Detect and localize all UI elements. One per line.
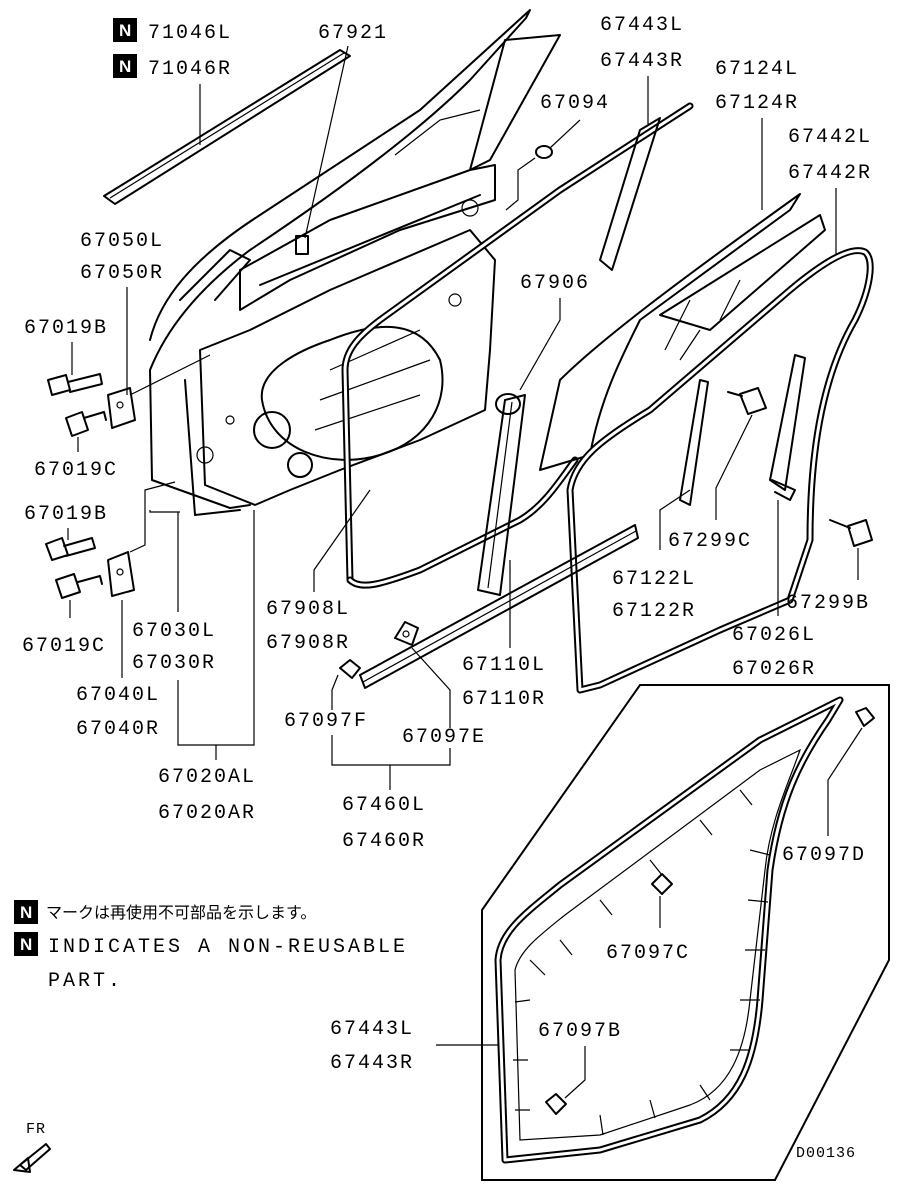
bolt-67299C <box>727 387 767 415</box>
label-67906: 67906 <box>520 272 590 295</box>
glass-run-67443-top <box>599 117 661 271</box>
label-67908R: 67908R <box>266 632 350 655</box>
label-67097B: 67097B <box>538 1020 622 1043</box>
upper-hinge <box>107 387 136 429</box>
grommet-67094 <box>535 145 553 159</box>
label-67030L: 67030L <box>132 620 216 643</box>
door-weatherstrip-67442 <box>566 247 874 694</box>
lower-hinge <box>107 551 135 597</box>
label-67019C-lower: 67019C <box>22 635 106 658</box>
belt-moulding-strip <box>103 49 351 205</box>
direction-label: FR <box>26 1121 46 1138</box>
legend-n-badge-en: N <box>14 932 38 956</box>
label-67094: 67094 <box>540 92 610 115</box>
label-67026R: 67026R <box>732 658 816 681</box>
n-badge-71046R: N <box>113 54 137 78</box>
label-67460R: 67460R <box>342 830 426 853</box>
label-67019B-upper: 67019B <box>24 317 108 340</box>
label-67124L: 67124L <box>715 58 799 81</box>
bolt-67019B-upper <box>47 373 103 396</box>
label-71046L: 71046L <box>148 22 232 45</box>
legend-note-jp: マークは再使用不可部品を示します。 <box>46 903 316 922</box>
label-67442R: 67442R <box>788 162 872 185</box>
bolt-67019C-upper <box>65 411 107 437</box>
label-67124R: 67124R <box>715 92 799 115</box>
label-67443R-bottom: 67443R <box>330 1052 414 1075</box>
label-67110L: 67110L <box>462 654 546 677</box>
door-glass-67124 <box>539 193 801 471</box>
label-67026L: 67026L <box>732 624 816 647</box>
svg-text:N: N <box>20 903 32 922</box>
division-bar-67122 <box>679 379 709 506</box>
glass-channel-67110 <box>477 394 526 596</box>
svg-text:N: N <box>119 57 131 76</box>
label-67040R: 67040R <box>76 718 160 741</box>
bolt-67299B <box>829 519 873 547</box>
label-67443L-bottom: 67443L <box>330 1018 414 1041</box>
label-67097E: 67097E <box>402 726 486 749</box>
n-badge-71046L: N <box>113 18 137 42</box>
legend-note-en-line1: INDICATES A NON-REUSABLE <box>48 936 408 959</box>
label-67908L: 67908L <box>266 598 350 621</box>
label-67122R: 67122R <box>612 600 696 623</box>
label-71046R: 71046R <box>148 58 232 81</box>
label-67122L: 67122L <box>612 568 696 591</box>
label-67460L: 67460L <box>342 794 426 817</box>
front-arrow-icon <box>13 1143 51 1173</box>
clip-67097D <box>855 707 875 727</box>
label-67097F: 67097F <box>284 710 368 733</box>
label-67921: 67921 <box>318 22 388 45</box>
bumper-67906 <box>495 393 521 415</box>
legend-n-badge-jp: N <box>14 900 38 924</box>
svg-text:N: N <box>119 21 131 40</box>
clip-67097E <box>394 621 419 646</box>
label-67019C-upper: 67019C <box>34 459 118 482</box>
label-67299C: 67299C <box>668 530 752 553</box>
inner-seal-67908 <box>341 102 694 589</box>
label-67040L: 67040L <box>76 684 160 707</box>
label-67110R: 67110R <box>462 688 546 711</box>
label-67097C: 67097C <box>606 942 690 965</box>
clip-67097F <box>339 659 361 679</box>
label-67030R: 67030R <box>132 652 216 675</box>
label-67020AL: 67020AL <box>158 766 256 789</box>
door-shell <box>149 9 561 516</box>
bolt-67019C-lower <box>55 573 103 599</box>
diagram-code: D00136 <box>796 1145 856 1162</box>
legend-note-en-line2: PART. <box>48 970 123 993</box>
bolt-67019B-lower <box>45 537 96 561</box>
inset-detail <box>481 684 890 1181</box>
clip-67097C <box>651 873 673 895</box>
label-67050L: 67050L <box>80 230 164 253</box>
label-67299B: 67299B <box>786 592 870 615</box>
label-67019B-lower: 67019B <box>24 503 108 526</box>
label-67097D: 67097D <box>782 844 866 867</box>
label-67443R-top: 67443R <box>600 50 684 73</box>
lower-seal-67460 <box>359 524 639 689</box>
label-67442L: 67442L <box>788 126 872 149</box>
rear-channel-67026 <box>769 354 806 501</box>
svg-text:N: N <box>20 935 32 954</box>
label-67050R: 67050R <box>80 262 164 285</box>
label-67020AR: 67020AR <box>158 802 256 825</box>
label-67443L-top: 67443L <box>600 14 684 37</box>
quarter-glass <box>659 214 826 331</box>
clip-67097B <box>545 1093 567 1115</box>
